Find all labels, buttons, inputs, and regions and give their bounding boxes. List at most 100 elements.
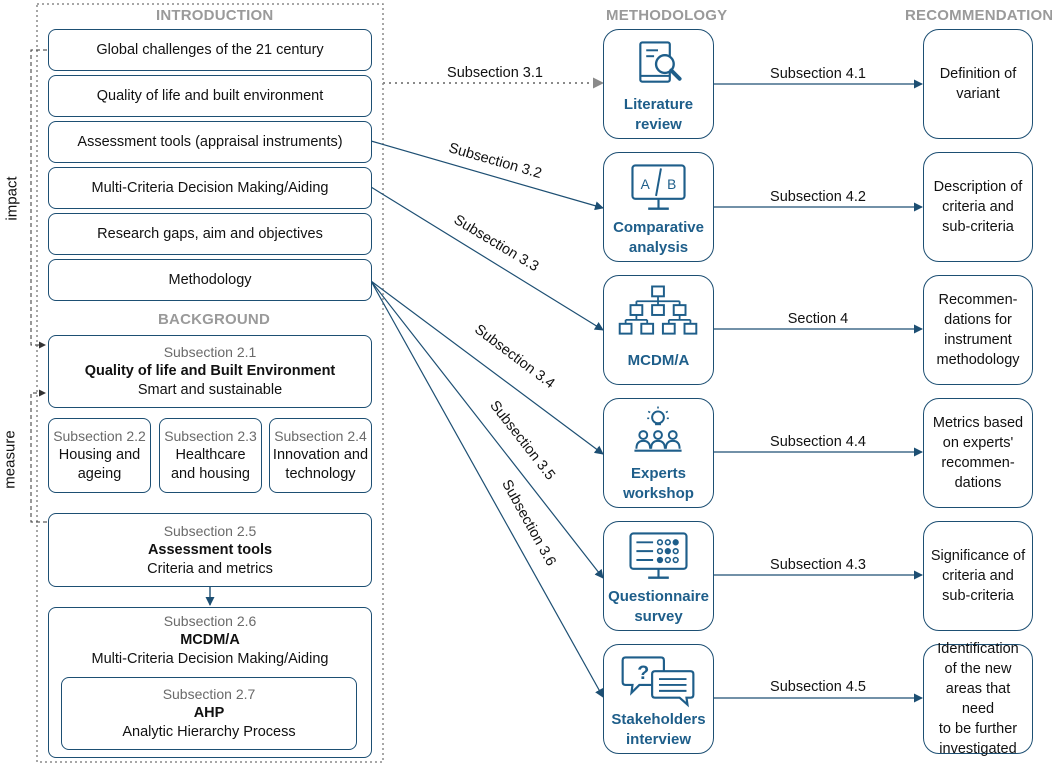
rec-line: of the new bbox=[944, 661, 1012, 677]
subsection-2-4-desc: technology bbox=[285, 466, 356, 482]
method-experts-workshop: Experts workshop bbox=[603, 398, 714, 508]
method-label: review bbox=[635, 116, 682, 133]
label-3-5: Subsection 3.5 bbox=[486, 398, 558, 483]
intro-item-label: Quality of life and built environment bbox=[96, 87, 324, 104]
subsection-2-6-number: Subsection 2.6 bbox=[163, 613, 257, 629]
chat-bubbles-icon: ? bbox=[621, 656, 695, 708]
rec-line: Significance of bbox=[930, 548, 1026, 564]
intro-item: Global challenges of the 21 century bbox=[48, 29, 372, 71]
survey-monitor-icon bbox=[629, 532, 688, 579]
recommendation-new-areas: Identification of the new areas that nee… bbox=[923, 641, 1033, 757]
hierarchy-tree-icon bbox=[618, 285, 698, 335]
intro-item: Research gaps, aim and objectives bbox=[48, 213, 372, 255]
recommendations-header: RECOMMENDATIONS bbox=[905, 7, 1052, 24]
subsection-2-2-desc: ageing bbox=[77, 466, 122, 482]
subsection-2-6-desc: Multi-Criteria Decision Making/Aiding bbox=[91, 651, 329, 667]
label-3-4: Subsection 3.4 bbox=[471, 322, 557, 393]
subsection-2-1-title: Quality of life and Built Environment bbox=[84, 363, 336, 379]
svg-text:B: B bbox=[667, 177, 676, 192]
arrow-3-4 bbox=[370, 280, 604, 455]
subsection-2-1-desc: Smart and sustainable bbox=[137, 382, 283, 398]
method-label: Literature bbox=[623, 96, 694, 113]
label-4-4: Subsection 4.4 bbox=[770, 434, 866, 450]
subsection-2-1-box: Subsection 2.1 Quality of life and Built… bbox=[48, 335, 372, 408]
subsection-2-5-box: Subsection 2.5 Assessment tools Criteria… bbox=[48, 513, 372, 587]
subsection-2-5-desc: Criteria and metrics bbox=[147, 560, 273, 577]
intro-item-label: Methodology bbox=[168, 271, 252, 288]
recommendation-description-of-criteria: Description of criteria and sub-criteria bbox=[923, 152, 1033, 262]
method-label: analysis bbox=[628, 239, 689, 256]
method-stakeholders-interview: ? Stakeholders interview bbox=[603, 644, 714, 754]
label-4-2: Subsection 4.2 bbox=[770, 189, 866, 205]
rec-line: Definition of bbox=[939, 66, 1017, 82]
impact-label: impact bbox=[3, 176, 21, 221]
intro-item-label: Global challenges of the 21 century bbox=[96, 41, 324, 58]
method-label: interview bbox=[625, 731, 692, 748]
rec-line: investigated bbox=[939, 741, 1017, 757]
intro-item: Assessment tools (appraisal instruments) bbox=[48, 121, 372, 163]
intro-item-label: Assessment tools (appraisal instruments) bbox=[77, 133, 343, 150]
subsection-2-2-desc: Housing and bbox=[58, 447, 141, 463]
label-4: Section 4 bbox=[788, 311, 848, 327]
subsection-2-3-desc: Healthcare bbox=[175, 447, 246, 463]
measure-label: measure bbox=[1, 430, 19, 489]
methodology-header: METHODOLOGY bbox=[606, 7, 728, 24]
recommendation-instrument-methodology: Recommen- dations for instrument methodo… bbox=[923, 275, 1033, 385]
rec-line: to be further bbox=[938, 721, 1018, 737]
rec-line: recommen- bbox=[941, 455, 1015, 471]
method-label: Comparative bbox=[613, 219, 704, 236]
method-label: Stakeholders bbox=[611, 711, 706, 728]
subsection-2-4-number: Subsection 2.4 bbox=[274, 428, 367, 444]
recommendation-metrics-experts: Metrics based on experts' recommen- dati… bbox=[923, 398, 1033, 508]
measure-bracket bbox=[30, 389, 47, 523]
subsection-2-6-title: MCDM/A bbox=[180, 632, 240, 648]
subsection-2-5-number: Subsection 2.5 bbox=[163, 522, 257, 539]
recommendation-significance-of-criteria: Significance of criteria and sub-criteri… bbox=[923, 521, 1033, 631]
subsection-2-7-title: AHP bbox=[193, 705, 225, 721]
subsection-2-7-number: Subsection 2.7 bbox=[162, 686, 256, 702]
rec-line: criteria and bbox=[942, 568, 1014, 584]
rec-line: dations for bbox=[944, 312, 1012, 328]
background-header: BACKGROUND bbox=[158, 311, 270, 328]
left-column-frame bbox=[36, 3, 384, 763]
rec-line: methodology bbox=[936, 352, 1020, 368]
label-4-5: Subsection 4.5 bbox=[770, 679, 866, 695]
subsection-2-3-desc: and housing bbox=[170, 466, 250, 482]
rec-line: sub-criteria bbox=[942, 588, 1014, 604]
rec-line: sub-criteria bbox=[942, 219, 1014, 235]
label-4-3: Subsection 4.3 bbox=[770, 557, 866, 573]
rec-line: on experts' bbox=[942, 435, 1014, 451]
intro-item-label: Multi-Criteria Decision Making/Aiding bbox=[91, 179, 329, 196]
subsection-2-4-box: Subsection 2.4 Innovation and technology bbox=[269, 418, 372, 493]
label-3-1: Subsection 3.1 bbox=[447, 65, 543, 81]
rec-line: Identification bbox=[937, 641, 1019, 657]
method-mcdma: MCDM/A bbox=[603, 275, 714, 385]
introduction-header: INTRODUCTION bbox=[156, 7, 274, 24]
label-3-6: Subsection 3.6 bbox=[498, 477, 559, 569]
method-label: survey bbox=[634, 608, 683, 625]
rec-line: instrument bbox=[944, 332, 1012, 348]
arrow-3-2 bbox=[370, 140, 604, 211]
method-label: MCDM/A bbox=[627, 352, 690, 369]
subsection-2-2-number: Subsection 2.2 bbox=[53, 428, 146, 444]
rec-line: Metrics based bbox=[932, 415, 1024, 431]
method-literature-review: Literature review bbox=[603, 29, 714, 139]
intro-item: Quality of life and built environment bbox=[48, 75, 372, 117]
intro-item-label: Research gaps, aim and objectives bbox=[97, 225, 323, 242]
rec-line: variant bbox=[956, 86, 1000, 102]
subsection-2-4-desc: Innovation and bbox=[272, 447, 369, 463]
subsection-2-5-title: Assessment tools bbox=[147, 541, 273, 558]
recommendation-definition-of-variant: Definition of variant bbox=[923, 29, 1033, 139]
method-questionnaire-survey: Questionnaire survey bbox=[603, 521, 714, 631]
rec-line: Description of bbox=[933, 179, 1023, 195]
idea-group-icon bbox=[634, 406, 682, 452]
label-4-1: Subsection 4.1 bbox=[770, 66, 866, 82]
subsection-2-3-box: Subsection 2.3 Healthcare and housing bbox=[159, 418, 262, 493]
rec-line: dations bbox=[954, 475, 1002, 491]
subsection-2-7-box: Subsection 2.7 AHP Analytic Hierarchy Pr… bbox=[61, 677, 357, 750]
method-comparative-analysis: A B Comparative analysis bbox=[603, 152, 714, 262]
label-3-3: Subsection 3.3 bbox=[451, 212, 541, 275]
rec-line: criteria and bbox=[942, 199, 1014, 215]
subsection-2-2-box: Subsection 2.2 Housing and ageing bbox=[48, 418, 151, 493]
